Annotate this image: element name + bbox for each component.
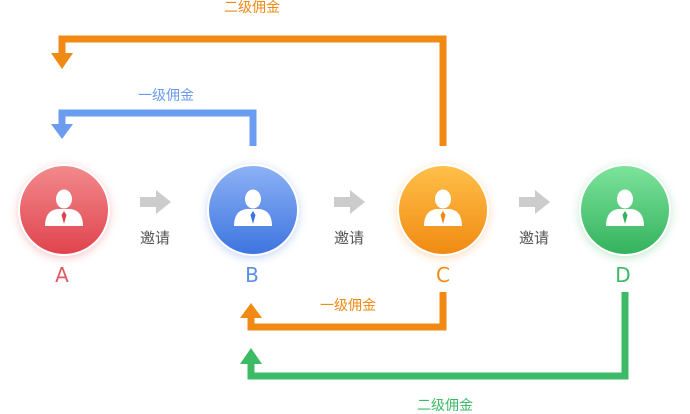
right-arrow-icon — [334, 190, 365, 214]
node-c — [397, 164, 489, 257]
commission-flow-c-to-a — [51, 35, 447, 146]
person-with-tie-icon — [234, 189, 272, 226]
person-with-tie-icon — [45, 189, 83, 226]
commission-label-c-to-b: 一级佣金 — [320, 298, 376, 314]
commission-flow-c-to-b — [240, 292, 447, 331]
commission-label-d-to-b: 二级佣金 — [417, 398, 473, 414]
invite-label-a-b: 邀请 — [139, 229, 171, 247]
person-with-tie-icon — [606, 189, 644, 226]
commission-label-c-to-a: 二级佣金 — [224, 0, 280, 16]
node-label-a: A — [55, 263, 69, 287]
right-arrow-icon — [140, 190, 171, 214]
node-label-d: D — [615, 263, 631, 287]
invite-arrow-c-d — [519, 190, 550, 214]
person-with-tie-icon — [424, 189, 462, 226]
node-label-b: B — [245, 263, 259, 287]
arrowhead-icon — [240, 303, 262, 318]
arrowhead-icon — [240, 348, 262, 364]
right-arrow-icon — [519, 190, 550, 214]
commission-flow-d-to-b — [240, 292, 629, 380]
node-a — [18, 164, 110, 257]
node-d — [579, 164, 671, 257]
commission-label-b-to-a: 一级佣金 — [138, 88, 194, 104]
commission-flow-b-to-a — [51, 109, 257, 146]
arrowhead-icon — [51, 124, 73, 139]
invite-label-b-c: 邀请 — [333, 229, 365, 247]
arrowhead-icon — [51, 53, 73, 69]
invite-arrow-a-b — [140, 190, 171, 214]
invite-arrow-b-c — [334, 190, 365, 214]
invite-label-c-d: 邀请 — [518, 229, 550, 247]
node-b — [207, 164, 299, 257]
node-label-c: C — [436, 263, 450, 287]
